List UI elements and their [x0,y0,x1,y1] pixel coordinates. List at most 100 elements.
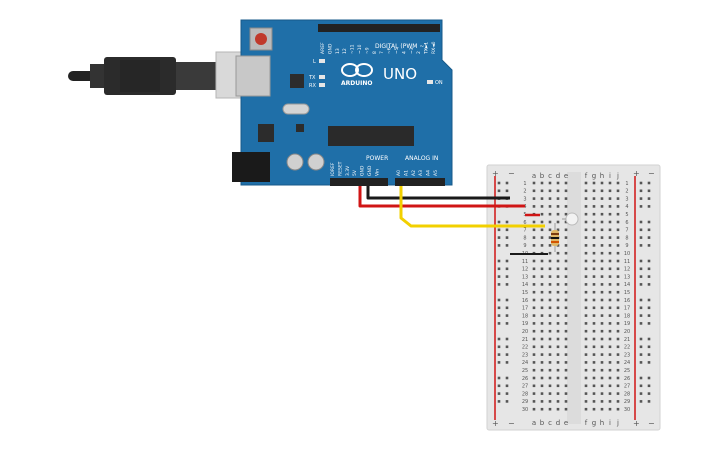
breadboard-hole[interactable] [564,368,568,372]
breadboard-hole[interactable] [600,329,604,333]
breadboard-hole[interactable] [600,392,604,395]
breadboard-hole[interactable] [616,345,620,349]
breadboard-hole[interactable] [608,259,612,263]
breadboard-hole[interactable] [639,298,643,302]
breadboard-hole[interactable] [647,337,651,341]
breadboard-hole[interactable] [592,205,596,208]
breadboard-hole[interactable] [616,361,620,364]
breadboard-hole[interactable] [639,353,643,356]
breadboard-hole[interactable] [548,337,552,341]
breadboard-hole[interactable] [639,384,643,388]
breadboard-hole[interactable] [532,189,536,193]
breadboard-hole[interactable] [556,267,560,271]
breadboard-hole[interactable] [600,337,604,341]
breadboard-hole[interactable] [600,259,604,263]
breadboard-hole[interactable] [540,353,544,356]
breadboard-hole[interactable] [647,298,651,302]
breadboard-hole[interactable] [532,306,536,310]
breadboard-hole[interactable] [532,220,536,224]
breadboard-hole[interactable] [584,306,588,310]
breadboard-hole[interactable] [540,290,544,294]
resistor[interactable] [551,223,559,252]
breadboard-hole[interactable] [616,189,620,193]
breadboard-hole[interactable] [505,322,509,325]
breadboard-hole[interactable] [584,220,588,224]
breadboard-hole[interactable] [556,228,560,232]
breadboard-hole[interactable] [608,392,612,395]
breadboard-hole[interactable] [600,384,604,388]
breadboard-hole[interactable] [608,306,612,310]
breadboard-hole[interactable] [556,384,560,388]
breadboard-hole[interactable] [564,181,568,185]
breadboard-hole[interactable] [556,283,560,286]
breadboard-holes[interactable] [497,181,651,411]
breadboard-hole[interactable] [497,376,501,380]
breadboard-hole[interactable] [616,353,620,356]
breadboard-hole[interactable] [556,400,560,403]
breadboard-hole[interactable] [639,228,643,232]
breadboard-hole[interactable] [497,275,501,278]
breadboard-hole[interactable] [600,407,604,411]
breadboard-hole[interactable] [540,345,544,349]
breadboard-hole[interactable] [532,267,536,271]
breadboard-hole[interactable] [505,384,509,388]
breadboard-hole[interactable] [608,220,612,224]
breadboard-hole[interactable] [616,259,620,263]
breadboard-hole[interactable] [556,189,560,193]
breadboard-hole[interactable] [592,376,596,380]
usb-cable[interactable] [68,51,249,99]
breadboard-hole[interactable] [548,314,552,317]
breadboard-hole[interactable] [548,275,552,278]
breadboard-hole[interactable] [497,306,501,310]
breadboard-hole[interactable] [505,376,509,380]
breadboard-hole[interactable] [584,267,588,271]
breadboard-hole[interactable] [639,392,643,395]
breadboard-hole[interactable] [548,251,552,255]
breadboard-hole[interactable] [540,322,544,325]
breadboard-hole[interactable] [497,337,501,341]
breadboard-hole[interactable] [592,236,596,239]
breadboard-hole[interactable] [532,290,536,294]
breadboard-hole[interactable] [616,322,620,325]
breadboard-hole[interactable] [639,376,643,380]
breadboard-hole[interactable] [532,337,536,341]
breadboard-hole[interactable] [548,353,552,356]
breadboard-hole[interactable] [556,345,560,349]
breadboard-hole[interactable] [600,181,604,185]
breadboard-hole[interactable] [505,298,509,302]
breadboard-hole[interactable] [616,298,620,302]
breadboard-hole[interactable] [556,392,560,395]
breadboard-hole[interactable] [532,205,536,208]
breadboard-hole[interactable] [608,322,612,325]
breadboard-hole[interactable] [616,197,620,200]
breadboard-hole[interactable] [564,236,568,239]
breadboard-hole[interactable] [592,407,596,411]
breadboard-hole[interactable] [556,212,560,216]
arduino-board[interactable]: DIGITAL (PWM ~) ARDUINO UNO L TX RX ON P… [232,19,453,186]
breadboard-hole[interactable] [600,361,604,364]
breadboard-hole[interactable] [556,259,560,263]
breadboard-hole[interactable] [505,306,509,310]
breadboard-hole[interactable] [505,275,509,278]
breadboard-hole[interactable] [616,275,620,278]
breadboard-hole[interactable] [584,205,588,208]
breadboard-hole[interactable] [540,205,544,208]
breadboard-hole[interactable] [505,181,509,185]
breadboard-hole[interactable] [600,353,604,356]
breadboard-hole[interactable] [639,361,643,364]
breadboard-hole[interactable] [548,228,552,232]
breadboard-hole[interactable] [616,283,620,286]
breadboard-hole[interactable] [497,267,501,271]
breadboard-hole[interactable] [608,244,612,247]
breadboard-hole[interactable] [639,220,643,224]
breadboard-hole[interactable] [540,189,544,193]
breadboard-hole[interactable] [592,400,596,403]
breadboard-hole[interactable] [584,353,588,356]
breadboard-hole[interactable] [532,314,536,317]
breadboard-hole[interactable] [647,384,651,388]
breadboard-hole[interactable] [616,290,620,294]
breadboard-hole[interactable] [540,306,544,310]
breadboard-hole[interactable] [556,407,560,411]
breadboard-hole[interactable] [532,345,536,349]
breadboard-hole[interactable] [647,220,651,224]
